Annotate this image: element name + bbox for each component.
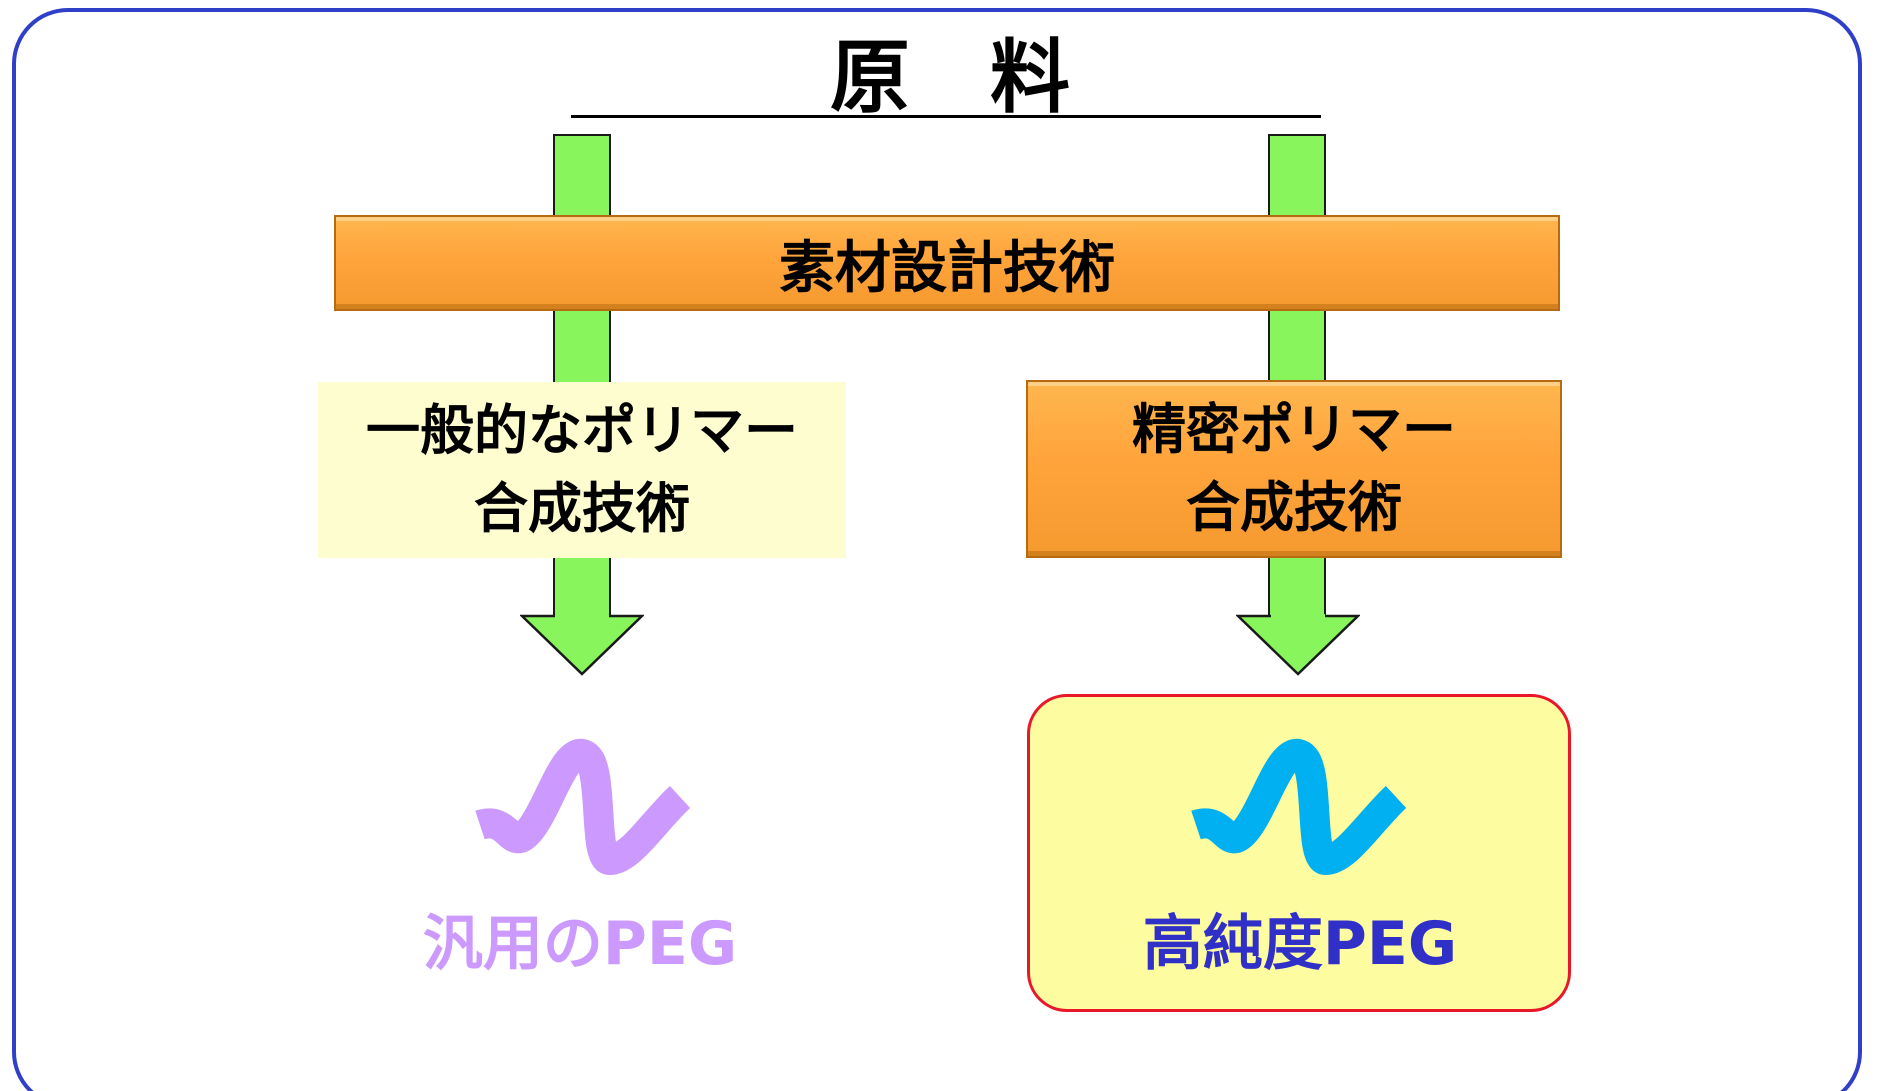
material-design-bar: 素材設計技術 [334,215,1560,311]
precision-synthesis-line2: 合成技術 [1186,476,1402,539]
high-purity-peg-molecule-icon [1191,739,1407,875]
left-arrow-head [520,614,644,676]
raw-material-title: 原 料 [830,31,1070,124]
precision-synthesis-box: 精密ポリマー 合成技術 [1026,380,1562,558]
general-synthesis-line1: 一般的なポリマー [366,399,798,462]
material-design-label: 素材設計技術 [779,235,1115,301]
title-underline [571,115,1321,118]
general-synthesis-box: 一般的なポリマー 合成技術 [318,382,846,558]
general-peg-label: 汎用のPEG [422,909,738,979]
precision-synthesis-line1: 精密ポリマー [1132,398,1456,461]
high-purity-peg-label: 高純度PEG [1142,909,1458,979]
outer-frame [12,8,1862,1091]
right-arrow-head [1236,614,1360,676]
general-peg-molecule-icon [475,739,691,875]
general-synthesis-line2: 合成技術 [474,477,690,540]
